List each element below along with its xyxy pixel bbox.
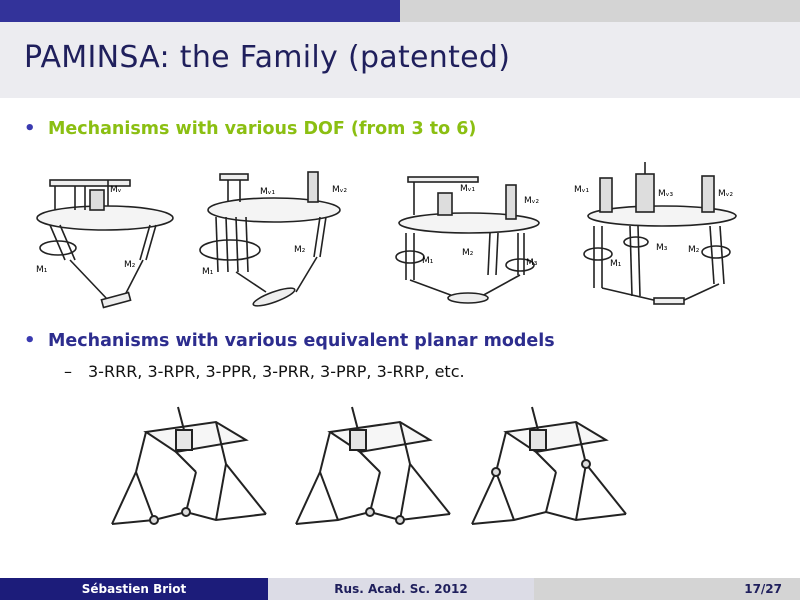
top-header-bar	[0, 0, 800, 22]
label-mv2: Mᵥ₂	[718, 189, 734, 199]
bullet-planar-models-text: Mechanisms with various equivalent plana…	[48, 330, 555, 351]
sub-bullet-models-text: 3-RRR, 3-RPR, 3-PPR, 3-PRR, 3-PRP, 3-RRP…	[88, 362, 465, 381]
sub-bullet-models: – 3-RRR, 3-RPR, 3-PPR, 3-PRR, 3-PRP, 3-R…	[64, 362, 465, 381]
top-header-right	[400, 0, 800, 22]
label-m2: M₂	[688, 245, 700, 255]
footer-page-number: 17/27	[744, 582, 782, 596]
label-mv1: Mᵥ₁	[574, 185, 590, 195]
bullet-glyph: •	[24, 118, 36, 139]
footer-author: Sébastien Briot	[0, 578, 268, 600]
dash-glyph: –	[64, 362, 72, 381]
label-mv2: Mᵥ₂	[332, 185, 348, 195]
label-mv: Mᵥ	[110, 185, 122, 195]
label-m3: M₃	[526, 258, 538, 268]
footer-venue: Rus. Acad. Sc. 2012	[268, 578, 534, 600]
planar-model-drawing-2	[290, 402, 470, 532]
mechanism-drawing-3: Mᵥ₁ Mᵥ₂ M₁ M₂ M₃	[384, 165, 554, 315]
label-m3: M₃	[656, 243, 668, 253]
label-m2: M₂	[462, 248, 474, 258]
mechanism-drawing-2: Mᵥ₁ Mᵥ₂ M₁ M₂	[196, 162, 356, 317]
planar-model-drawing-1	[106, 402, 286, 532]
label-m1: M₁	[36, 265, 48, 275]
bullet-dof-text: Mechanisms with various DOF (from 3 to 6…	[48, 118, 477, 139]
label-m1: M₁	[610, 259, 622, 269]
title-bar: PAMINSA: the Family (patented)	[0, 22, 800, 98]
planar-model-drawing-3	[466, 402, 646, 532]
top-header-left	[0, 0, 400, 22]
bullet-dof: • Mechanisms with various DOF (from 3 to…	[24, 118, 476, 139]
footer-bar: Sébastien Briot Rus. Acad. Sc. 2012 17/2…	[0, 578, 800, 600]
footer-page: 17/27	[534, 578, 800, 600]
mechanism-drawing-4: Mᵥ₁ Mᵥ₃ Mᵥ₂ M₁ M₃ M₂	[570, 158, 750, 310]
label-m2: M₂	[294, 245, 306, 255]
bullet-planar-models: • Mechanisms with various equivalent pla…	[24, 330, 555, 351]
label-m2: M₂	[124, 260, 136, 270]
label-mv1: Mᵥ₁	[460, 184, 476, 194]
mechanism-drawing-1: Mᵥ M₁ M₂	[30, 160, 180, 315]
label-m1: M₁	[202, 267, 214, 277]
label-mv3: Mᵥ₃	[658, 189, 674, 199]
label-mv1: Mᵥ₁	[260, 187, 276, 197]
label-m1: M₁	[422, 256, 434, 266]
label-mv2: Mᵥ₂	[524, 196, 540, 206]
bullet-glyph: •	[24, 330, 36, 351]
slide-title: PAMINSA: the Family (patented)	[24, 40, 511, 75]
